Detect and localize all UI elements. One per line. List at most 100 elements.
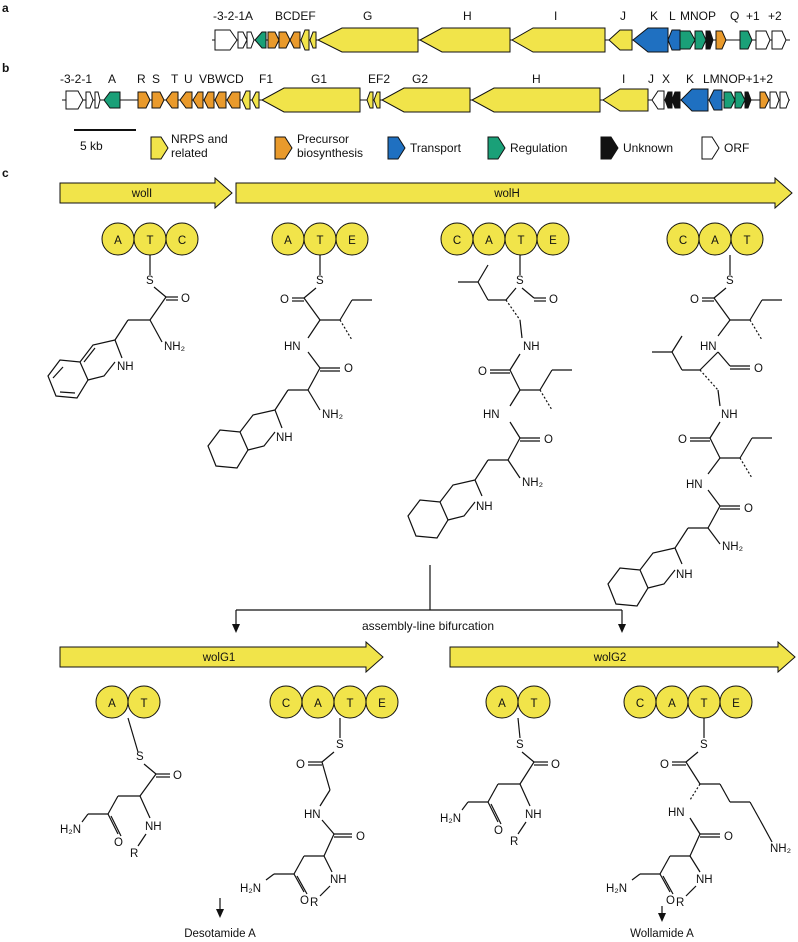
atom-S: S [146, 275, 154, 287]
module-arrow-wolG2 [449, 640, 796, 674]
scale-bar-label: 5 kb [80, 139, 103, 153]
legend-unknown-label: Unknown [623, 141, 673, 155]
atom-NH: NH [525, 809, 542, 821]
gene-orf [246, 31, 255, 49]
domain-A-label: A [711, 235, 719, 247]
gene-label: +2 [768, 9, 782, 23]
atom-R: R [130, 848, 138, 860]
gene-orf [65, 90, 84, 110]
gene-label: L [669, 9, 676, 23]
atom-S: S [516, 275, 524, 287]
gene-regulation [723, 91, 736, 109]
atom-O: O [494, 825, 503, 837]
atom-HN: HN [483, 409, 500, 421]
atom-NH: NH [523, 341, 540, 353]
atom-R: R [676, 897, 684, 909]
gene-cluster-b [62, 87, 790, 113]
domain-T-label: T [530, 698, 537, 710]
module-label-wolH: wolH [493, 188, 520, 200]
bifurcation-label: assembly-line bifurcation [362, 619, 494, 633]
gene-unknown [671, 91, 681, 109]
atom-HN: HN [284, 341, 301, 353]
domain-E-label: E [378, 698, 386, 710]
atom-NH: NH [696, 874, 713, 886]
gene-regulation [103, 91, 121, 109]
legend-regulation-label: Regulation [510, 141, 567, 155]
gene-orf [94, 91, 101, 109]
gene-precursor [165, 91, 179, 109]
structure-4: S O HN O NH O HN [607, 255, 782, 607]
structure-6: S O HN O NH R H₂N O [240, 718, 365, 909]
gene-label: MNOP [680, 9, 716, 23]
domain-T-label: T [700, 698, 707, 710]
gene-unknown [705, 30, 714, 50]
gene-label: T [171, 72, 179, 86]
domain-E-circle [335, 222, 369, 256]
atom-NH2: NH₂ [522, 477, 543, 489]
atom-NH: NH [330, 874, 347, 886]
gene-label: G [363, 9, 372, 23]
module-label-wolI: wolI [131, 188, 152, 200]
atom-NH: NH [276, 432, 293, 444]
legend-nrps-swatch [150, 136, 169, 160]
module-arrow-wolI [59, 176, 233, 210]
gene-label: J [620, 9, 626, 23]
gene-precursor [759, 91, 770, 109]
domain-C-label: C [453, 235, 461, 247]
gene-orf [237, 31, 248, 49]
gene-regulation [734, 91, 746, 109]
domain-T-circle [517, 685, 551, 719]
gene-precursor [179, 91, 193, 109]
domain-E-circle [365, 685, 399, 719]
structure-1: S O NH₂ NH [47, 255, 190, 399]
atom-NH2: NH₂ [770, 843, 791, 855]
legend: NRPS and related Precursor biosynthesis … [150, 132, 749, 160]
gene-nrps [241, 90, 251, 110]
gene-label: R [137, 72, 146, 86]
gene-precursor [192, 91, 204, 109]
legend-nrps-label: NRPS and [171, 132, 228, 146]
gene-orf [651, 90, 665, 110]
gene-label: H [463, 9, 472, 23]
gene-regulation [679, 30, 696, 50]
legend-nrps-label-2: related [171, 146, 208, 160]
atom-O: O [114, 837, 123, 849]
atom-O: O [181, 293, 190, 305]
gene-label: G2 [412, 72, 428, 86]
atom-O: O [173, 770, 182, 782]
atom-S: S [136, 751, 144, 763]
gene-regulation [254, 31, 267, 49]
gene-label: Q [730, 9, 739, 23]
module-label-wolG1: wolG1 [202, 652, 236, 664]
gene-unknown [744, 91, 752, 109]
gene-G1 [260, 87, 361, 113]
gene-label: K [650, 9, 658, 23]
domain-A-label: A [114, 235, 122, 247]
gene-precursor [151, 91, 165, 109]
gene-precursor [278, 31, 291, 49]
atom-O: O [544, 434, 553, 446]
module-arrow-wolH [235, 176, 793, 210]
panel-label-a: a [2, 1, 9, 15]
atom-O: O [660, 759, 669, 771]
gene-nrps [300, 29, 310, 51]
gene-orf [771, 30, 787, 50]
atom-R: R [510, 836, 518, 848]
gene-unknown [664, 91, 673, 109]
gene-cluster-a [212, 27, 790, 53]
module-label-wolG2: wolG2 [593, 652, 627, 664]
domain-A-label: A [498, 698, 506, 710]
gene-H [418, 27, 511, 53]
domain-A-label: A [108, 698, 116, 710]
atom-O: O [280, 294, 289, 306]
atom-O: O [356, 831, 365, 843]
atom-H2N: H₂N [440, 813, 461, 825]
domain-E-circle [536, 222, 570, 256]
gene-G [316, 27, 419, 53]
gene-transport [708, 89, 723, 111]
gene-label: I [554, 9, 557, 23]
gene-label: BCDEF [275, 9, 316, 23]
domain-C-label: C [636, 698, 644, 710]
gene-precursor [203, 91, 215, 109]
legend-orf-label: ORF [724, 141, 749, 155]
